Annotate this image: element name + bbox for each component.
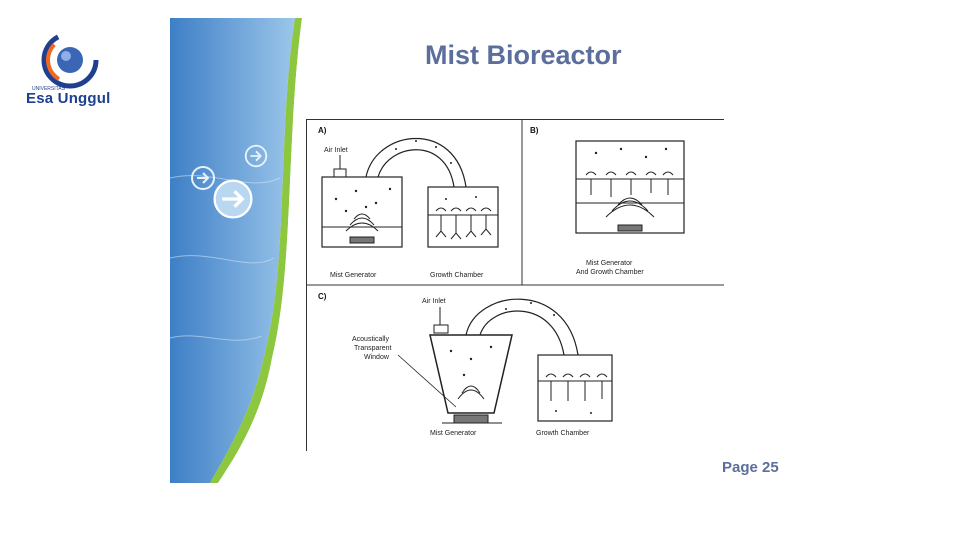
sidebar-decoration (170, 18, 310, 483)
page-number: Page 25 (722, 459, 779, 476)
logo-small-text: UNIVERSITAS (32, 86, 66, 92)
panel-c-mist-generator-label: Mist Generator (430, 430, 477, 437)
arrow-right-circle-icon (213, 179, 253, 219)
panel-a: A) Air Inlet Mist Generator (318, 126, 499, 279)
panel-b: B) Mist Generator And Growth Chamber (530, 126, 685, 276)
mist-bioreactor-diagram: A) Air Inlet Mist Generator (306, 119, 724, 451)
university-logo: UNIVERSITAS (32, 31, 99, 92)
panel-c-growth-chamber-label: Growth Chamber (536, 430, 590, 437)
panel-c-window-label-line1: Acoustically (352, 336, 389, 343)
slide: Mist Bioreactor A) Air Inlet (170, 18, 790, 483)
panel-b-label-line1: Mist Generator (586, 260, 633, 267)
panel-a-mist-generator-label: Mist Generator (330, 272, 377, 279)
panel-a-growth-chamber-label: Growth Chamber (430, 272, 484, 279)
panel-c-window-label-line2: Transparent (354, 345, 392, 352)
panel-a-tag: A) (318, 126, 327, 135)
panel-c: C) Air Inlet Acoustically Transpare (318, 292, 613, 437)
arrow-right-circle-icon (191, 166, 215, 190)
panel-c-tag: C) (318, 292, 327, 301)
panel-a-air-inlet-label: Air Inlet (324, 147, 348, 154)
panel-b-tag: B) (530, 126, 539, 135)
panel-c-air-inlet-label: Air Inlet (422, 298, 446, 305)
logo-text: Esa Unggul (26, 90, 111, 107)
arrow-right-circle-icon (244, 144, 268, 168)
panel-b-label-line2: And Growth Chamber (576, 269, 644, 276)
slide-title: Mist Bioreactor (425, 40, 622, 70)
panel-c-window-label-line3: Window (364, 354, 390, 361)
